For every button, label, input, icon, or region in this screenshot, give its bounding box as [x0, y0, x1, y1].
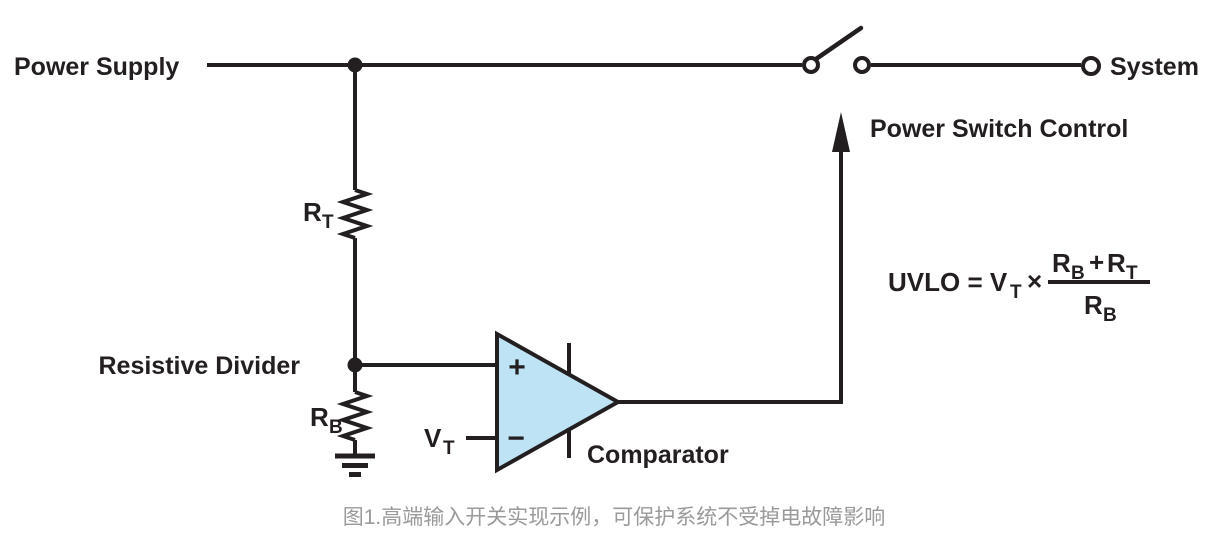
- rb-label-base: R: [310, 402, 329, 432]
- comparator-label: Comparator: [587, 441, 729, 469]
- switch-lever: [813, 25, 864, 62]
- vt-label-sub: T: [443, 438, 455, 459]
- comparator-symbol: [495, 330, 623, 474]
- switch-symbol: [802, 56, 1101, 76]
- arrow-up-icon: [832, 112, 850, 152]
- resistive-divider-label: Resistive Divider: [99, 352, 301, 380]
- switch-terminal-right: [853, 56, 871, 74]
- minus-input-sign: −: [507, 422, 525, 455]
- system-terminal: [1081, 56, 1101, 76]
- vt-label-base: V: [424, 423, 442, 453]
- figure-caption: 图1.高端输入开关实现示例，可保护系统不受掉电故障影响: [343, 506, 886, 529]
- power-switch-control-label: Power Switch Control: [870, 115, 1128, 143]
- formula-prefix: UVLO = V: [888, 267, 1008, 297]
- formula-den-sub: B: [1103, 305, 1117, 326]
- ground-symbol: [335, 453, 375, 477]
- solder-dots-group: [347, 57, 850, 373]
- labels-group: Power Supply System Power Switch Control…: [14, 53, 1199, 529]
- wires-group: [207, 25, 1081, 477]
- system-label: System: [1110, 53, 1199, 81]
- formula-prefix-sub: T: [1010, 282, 1022, 303]
- formula-num-r1: R: [1052, 248, 1071, 278]
- junction-dot-top: [347, 57, 363, 73]
- formula-num-plus: +: [1089, 247, 1104, 277]
- resistor-rt-symbol: [336, 188, 374, 240]
- junction-dot-divider: [347, 357, 363, 373]
- rt-label-base: R: [303, 197, 322, 227]
- formula-num-r1-sub: B: [1071, 263, 1085, 284]
- wire-comparator-output: [618, 152, 843, 404]
- rt-label-sub: T: [322, 212, 334, 233]
- plus-input-sign: +: [508, 351, 526, 384]
- formula-num-r2-sub: T: [1126, 263, 1138, 284]
- rb-label-sub: B: [329, 417, 343, 438]
- resistor-rb-symbol: [336, 390, 374, 442]
- uvlo-formula: UVLO = V T × R B + R T R B: [888, 247, 1150, 326]
- power-supply-label: Power Supply: [14, 53, 179, 81]
- formula-den-base: R: [1084, 290, 1103, 320]
- formula-times-sign: ×: [1027, 266, 1042, 296]
- formula-num-r2: R: [1107, 248, 1126, 278]
- switch-terminal-left: [802, 56, 820, 74]
